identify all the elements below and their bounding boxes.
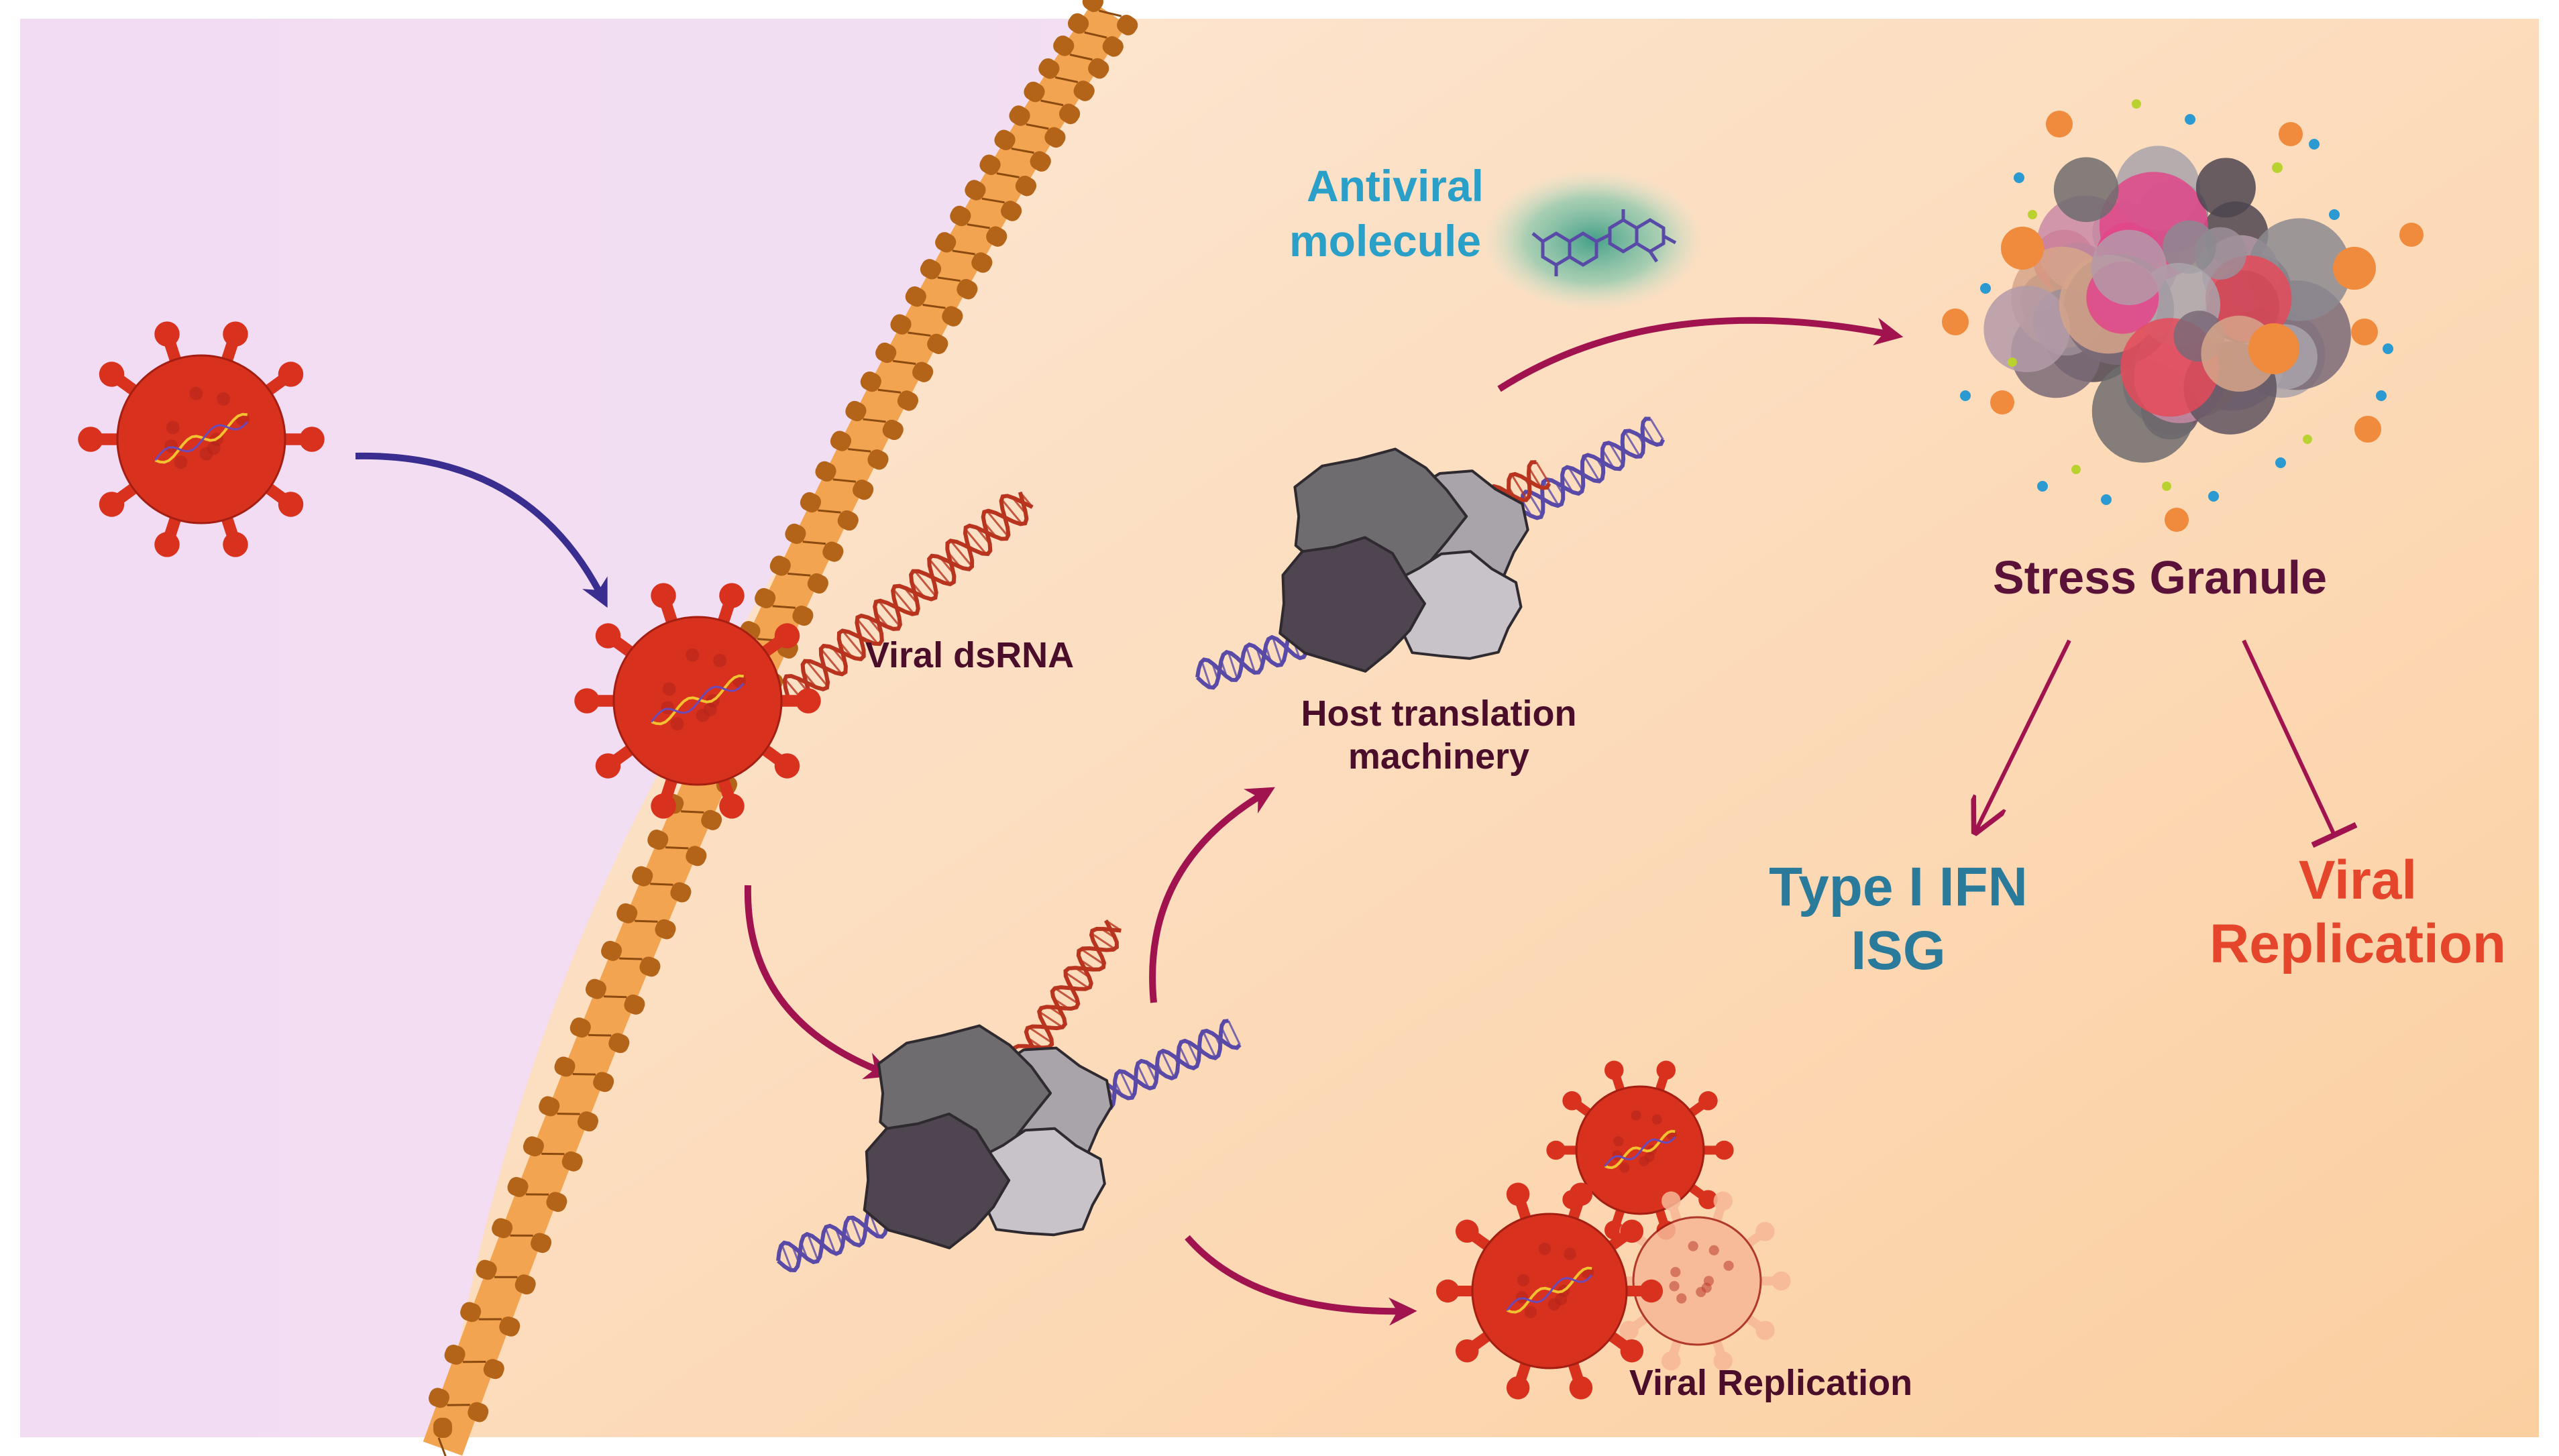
host-translation-label-line2: machinery — [1348, 736, 1529, 777]
ribosome-icon — [863, 1024, 1113, 1249]
antiviral-molecule-icon — [1482, 170, 1704, 311]
dsrna-helix-icon — [782, 491, 1034, 707]
type1-ifn-label-line2: ISG — [1851, 920, 1945, 981]
entry-to-ribosome-arrow — [744, 885, 893, 1080]
granule-to-ifn-arrow — [1975, 639, 2071, 832]
viral-replication-outcome-line2: Replication — [2210, 913, 2506, 974]
ribosome-to-replication-arrow — [1185, 1235, 1417, 1326]
host-translation-label-line1: Host translation — [1301, 693, 1576, 734]
antiviral-label-line2: molecule — [1289, 216, 1481, 266]
dsrna-helix-icon — [1011, 919, 1122, 1070]
viral-dsrna-label: Viral dsRNA — [865, 635, 1074, 675]
granule-inhibits-replication-line — [2242, 639, 2358, 848]
viral-replication-label: Viral Replication — [1629, 1363, 1912, 1403]
entry-arrow — [355, 452, 608, 608]
ribosome-to-host-machinery-arrow — [1149, 787, 1275, 1003]
viral-replication-outcome-line1: Viral — [2299, 850, 2417, 911]
antiviral-label-line1: Antiviral — [1307, 161, 1484, 211]
type1-ifn-label-line1: Type I IFN — [1769, 856, 2028, 917]
virus-icon — [78, 321, 325, 557]
stress-granule-icon — [1942, 99, 2424, 532]
ribosome-icon — [1278, 447, 1529, 673]
virus-icon — [1603, 1191, 1791, 1371]
stress-granule-label: Stress Granule — [1993, 551, 2327, 604]
host-to-stress-granule-arrow — [1497, 317, 1904, 392]
virus-icon — [574, 583, 821, 819]
virus-icon — [1435, 1182, 1664, 1400]
